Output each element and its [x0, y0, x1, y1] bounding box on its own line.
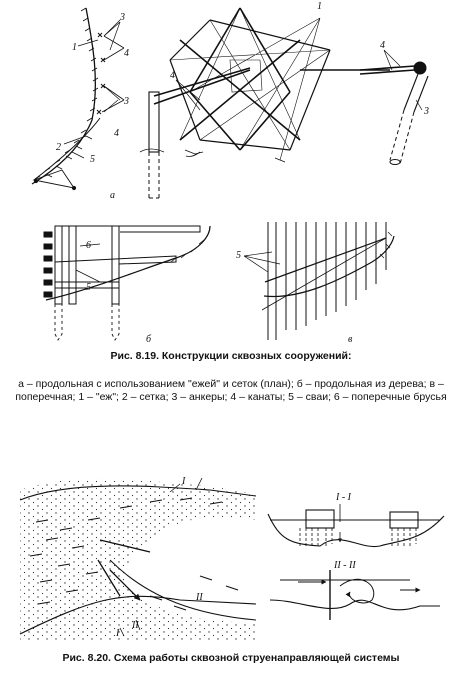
panel-label-v: в	[348, 334, 353, 345]
callout-1-a: 1	[72, 42, 77, 53]
section-label-1: I - I	[335, 492, 352, 503]
callout-4-anchor: 4	[380, 40, 385, 51]
fig-820-river-plan	[19, 477, 257, 640]
labels: 1 3 1 4 3 4 2 5 4 4 3 а 6 5 б 5 в I - I …	[56, 1, 429, 639]
panel-label-a: а	[110, 190, 115, 201]
callout-4-hedgehog: 4	[170, 70, 175, 81]
callout-4-a2: 4	[114, 128, 119, 139]
figure-820-caption: Рис. 8.20. Схема работы сквозной струена…	[62, 652, 400, 664]
callout-5-b: 5	[86, 282, 91, 293]
river-label-2: II	[195, 592, 203, 603]
hedgehog-structure	[139, 7, 390, 199]
callout-6-b: 6	[86, 240, 91, 251]
callout-5-v: 5	[236, 250, 241, 261]
callout-1-top: 1	[317, 1, 322, 12]
fig-820-sections	[267, 504, 445, 620]
callout-3-a: 3	[119, 12, 125, 23]
anchor-detail	[359, 61, 429, 165]
fig-b-wooden	[43, 225, 211, 341]
river-label-1b: I	[115, 628, 120, 639]
callout-2-a: 2	[56, 142, 61, 153]
river-label-2b: II	[131, 620, 139, 631]
figure-819-caption: Рис. 8.19. Конструкции сквозных сооружен…	[110, 350, 352, 362]
river-label-1: I	[181, 476, 186, 487]
section-label-2: II - II	[333, 560, 356, 571]
fig-v-cross	[243, 222, 395, 340]
fig-a-plan-net	[31, 7, 125, 191]
panel-label-b: б	[146, 334, 152, 345]
callout-leaders-a	[63, 19, 423, 159]
callout-3-a2: 3	[123, 96, 129, 107]
callout-4-a: 4	[124, 48, 129, 59]
callout-5-a: 5	[90, 154, 95, 165]
figure-819-legend: а – продольная с использованием "ежей" и…	[15, 378, 447, 403]
callout-3-anchor: 3	[423, 106, 429, 117]
